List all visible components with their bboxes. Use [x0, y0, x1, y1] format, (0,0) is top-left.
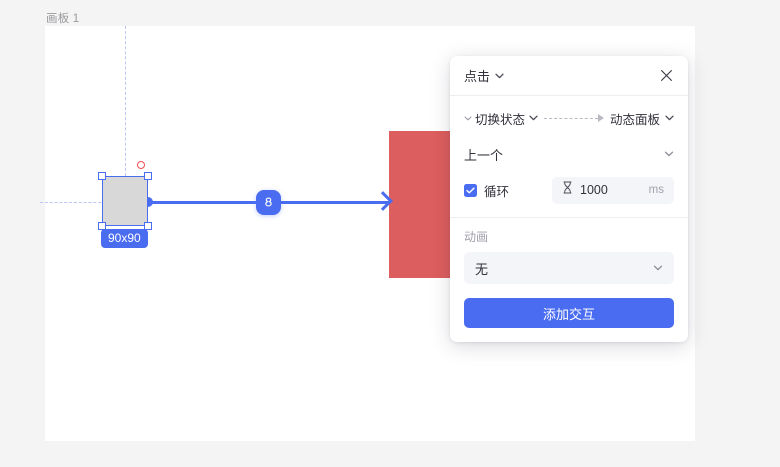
alignment-guide-horizontal [40, 202, 106, 203]
dotted-arrow-icon [544, 114, 604, 122]
state-select[interactable]: 上一个 [464, 139, 674, 169]
action-target-label: 动态面板 [609, 112, 660, 127]
resize-handle-top-left[interactable] [98, 172, 106, 180]
add-interaction-button[interactable]: 添加交互 [464, 298, 674, 328]
interaction-popover: 点击 切换状态 [450, 56, 688, 342]
resize-handle-top-right[interactable] [144, 172, 152, 180]
animation-select-value: 无 [475, 261, 489, 277]
animation-select[interactable]: 无 [464, 252, 674, 284]
section-divider [450, 217, 688, 218]
check-icon [466, 186, 475, 193]
loop-row: 循环 1000 ms [464, 175, 674, 205]
size-badge: 90x90 [101, 229, 148, 248]
state-select-value: 上一个 [464, 147, 504, 163]
action-name-select[interactable]: 切换状态 [475, 109, 538, 128]
selected-shape[interactable] [102, 176, 148, 226]
loop-label: 循环 [484, 184, 510, 199]
popover-header: 点击 [450, 56, 688, 96]
hourglass-icon [562, 181, 573, 199]
action-row: 切换状态 动态面板 [464, 107, 674, 129]
resize-handle-bottom-right[interactable] [144, 222, 152, 230]
chevron-down-icon [665, 115, 674, 121]
interaction-icon [265, 197, 272, 207]
event-trigger-label: 点击 [464, 69, 491, 84]
action-name-label: 切换状态 [475, 112, 526, 127]
animation-section-label: 动画 [464, 230, 489, 244]
action-target-select[interactable]: 动态面板 [610, 109, 674, 128]
popover-body: 切换状态 动态面板 上一个 [450, 96, 688, 328]
chevron-down-icon [664, 151, 674, 157]
dotted-arrow-head [597, 114, 604, 122]
action-expand-chevron-down-icon[interactable] [464, 115, 472, 121]
duration-unit: ms [648, 184, 664, 196]
duration-value: 1000 [580, 183, 608, 197]
close-icon[interactable] [657, 67, 675, 85]
interaction-connector-badge[interactable] [256, 190, 281, 215]
rotate-handle[interactable] [137, 161, 145, 169]
interaction-connector-origin-dot[interactable] [143, 197, 153, 207]
chevron-down-icon [495, 73, 504, 79]
chevron-down-icon [529, 115, 538, 121]
board-label: 画板 1 [46, 13, 80, 25]
chevron-down-icon [653, 265, 663, 271]
alignment-guide-vertical [125, 26, 126, 176]
loop-checkbox[interactable] [464, 183, 477, 197]
dotted-arrow-line [544, 117, 598, 119]
duration-input[interactable]: 1000 ms [552, 176, 674, 204]
event-trigger-select[interactable]: 点击 [464, 66, 504, 85]
